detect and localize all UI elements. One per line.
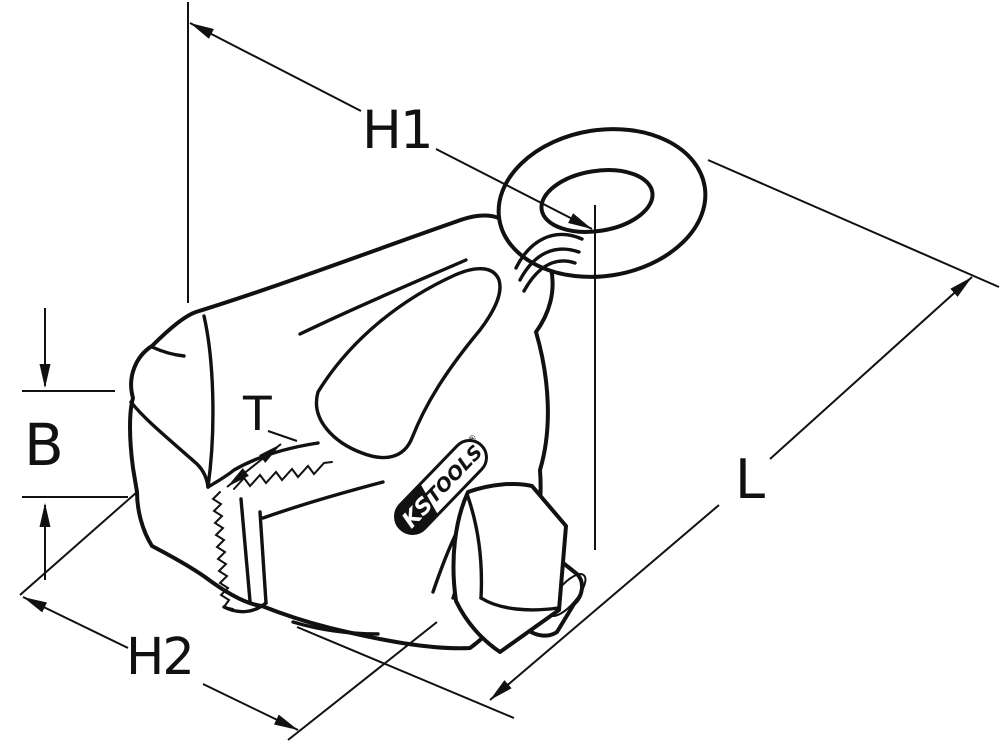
vertical-teeth-zigzag	[211, 491, 234, 610]
hex-nut-facet-line-2	[479, 596, 560, 612]
jaw-plate-front-edge	[239, 497, 252, 603]
b-arrowhead-up	[39, 503, 51, 527]
upper-arm-ridge-line	[298, 258, 468, 336]
hex-nut	[451, 482, 568, 654]
collar-arc-1	[514, 232, 584, 270]
h2-arrowhead-left	[23, 597, 47, 613]
swivel-collar	[514, 232, 584, 293]
h1-arrowhead-top	[190, 23, 214, 39]
l-extension-line-bottom	[296, 626, 515, 719]
jaw-plate-back-edge	[258, 510, 268, 605]
serrated-jaw-plate	[211, 461, 333, 614]
h1-dimension-line-b	[435, 148, 593, 230]
clamp-body	[128, 213, 555, 651]
h2-extension-line-left	[19, 491, 138, 596]
b-arrowhead-down	[39, 364, 51, 388]
upper-teeth-zigzag	[233, 461, 333, 490]
h1-dimension-line-a	[189, 22, 362, 112]
t-arrowhead-lower	[227, 468, 249, 487]
left-block-bevel-line	[150, 345, 186, 358]
dimension-b: B	[22, 308, 128, 580]
dimension-label-l: L	[735, 448, 765, 511]
h2-extension-line-right	[287, 621, 438, 741]
left-block-bottom-edge	[129, 400, 210, 489]
bottom-arm-inner-line	[291, 620, 380, 636]
hex-nut-facet-line-1	[465, 492, 484, 600]
t-arrowhead-upper	[259, 444, 281, 463]
dimension-label-h2: H2	[126, 628, 193, 687]
t-tick-line	[267, 430, 298, 442]
dimension-h2: H2	[19, 491, 438, 741]
dimension-h1: H1	[187, 2, 596, 550]
h1-arrowhead-bottom	[568, 213, 592, 229]
dimension-t: T	[226, 387, 298, 488]
l-dimension-line-a	[769, 276, 973, 460]
l-arrowhead-top	[950, 277, 972, 297]
dimension-l: L	[296, 159, 1000, 719]
h2-arrowhead-right	[274, 714, 298, 730]
collar-arc-3	[522, 259, 577, 293]
dimension-label-h1: H1	[362, 100, 432, 161]
clamp-window	[314, 267, 502, 460]
bottom-arm-top-edge	[261, 480, 385, 520]
collar-arc-2	[518, 247, 581, 282]
l-arrowhead-bottom	[490, 680, 512, 700]
dimension-label-t: T	[242, 387, 272, 442]
l-extension-line-top	[707, 159, 1000, 288]
dimension-annotations: H1 L H2	[19, 2, 1000, 741]
l-dimension-line-b	[489, 504, 720, 701]
dimension-label-b: B	[24, 411, 62, 479]
jaw-top-edge	[206, 441, 320, 489]
left-block-right-edge	[202, 314, 215, 489]
logo-badge	[395, 483, 438, 534]
